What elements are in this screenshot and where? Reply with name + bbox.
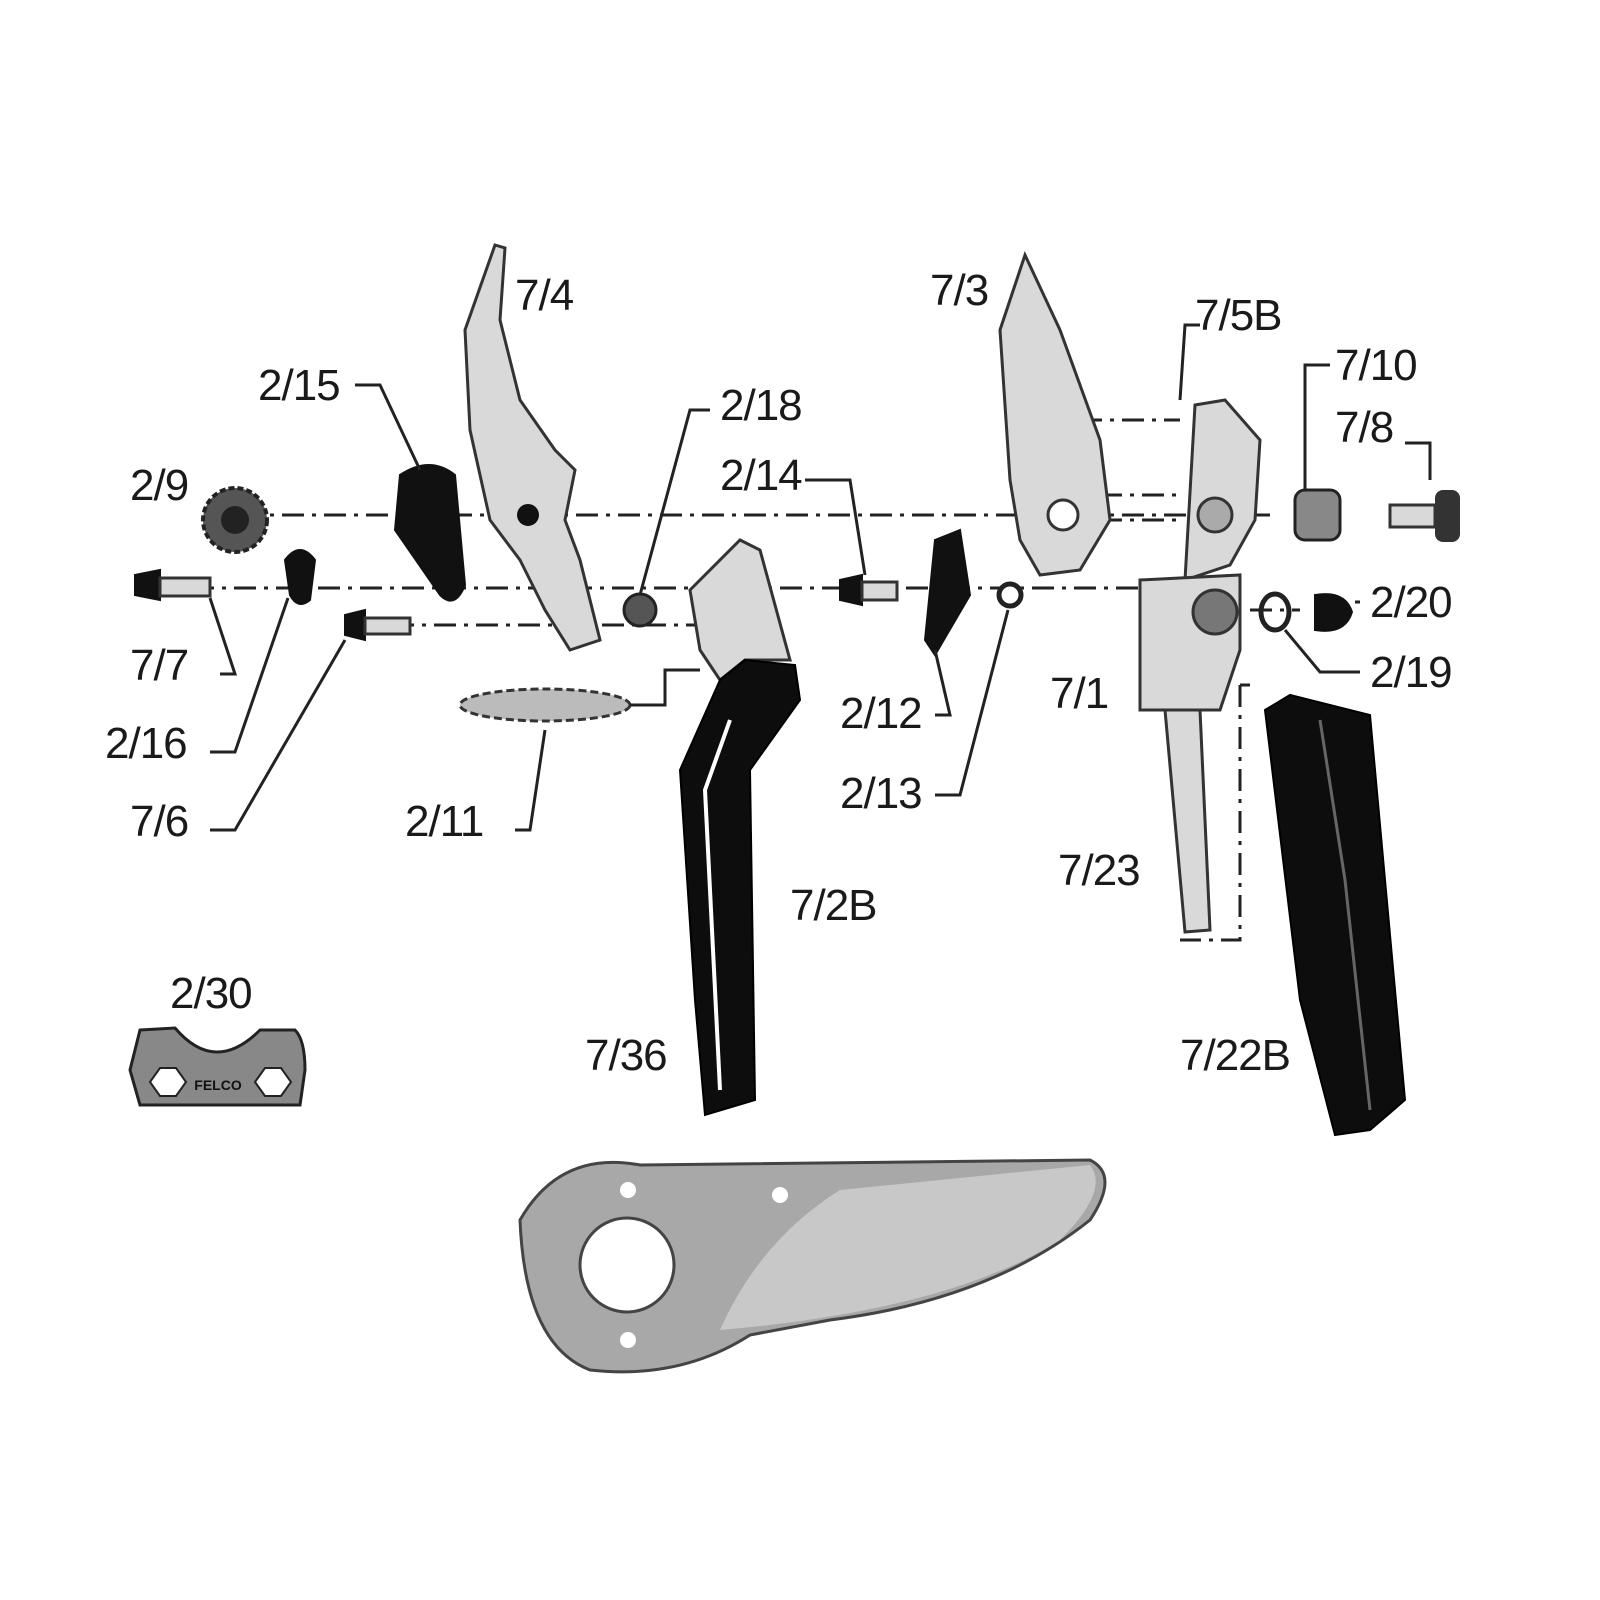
- part-2-11-spring: [458, 687, 632, 723]
- label-2-30: 2/30: [170, 969, 252, 1018]
- part-7-5B-bolt-plate: [1183, 398, 1262, 583]
- label-7-5B: 7/5B: [1195, 291, 1282, 340]
- label-2-14: 2/14: [720, 451, 802, 500]
- part-2-18-washer: [622, 592, 658, 628]
- part-2-14-bolt: [839, 573, 863, 607]
- label-7-3: 7/3: [930, 266, 988, 315]
- label-7-4: 7/4: [515, 271, 574, 320]
- label-7-2B: 7/2B: [790, 881, 877, 930]
- part-2-30-wrench: FELCO: [128, 1026, 307, 1107]
- leader-lines: [208, 323, 1432, 832]
- part-7-2B-handle-head: [688, 538, 792, 683]
- label-2-11: 2/11: [405, 797, 483, 846]
- part-7-2B-handle-grip: [678, 658, 802, 1117]
- part-2-16-clip: [283, 549, 317, 605]
- part-2-20-cap: [1314, 593, 1354, 632]
- part-7-23-spring-shaft: [1163, 708, 1212, 934]
- label-2-12: 2/12: [840, 689, 922, 738]
- label-7-6: 7/6: [130, 797, 188, 846]
- label-7-1: 7/1: [1050, 669, 1108, 718]
- part-7-4-anvil-blade: [463, 243, 602, 652]
- part-2-19-ring: [1258, 591, 1292, 633]
- label-2-16: 2/16: [105, 719, 187, 768]
- part-7-6-bolt: [344, 608, 412, 642]
- label-2-9: 2/9: [130, 461, 188, 510]
- label-2-15: 2/15: [258, 361, 340, 410]
- label-2-20: 2/20: [1370, 578, 1452, 627]
- part-2-12-latch: [923, 528, 972, 657]
- label-2-18: 2/18: [720, 381, 802, 430]
- replacement-cutting-blade: [518, 1158, 1107, 1374]
- part-7-3-cutting-blade: [998, 250, 1112, 577]
- label-2-13: 2/13: [840, 769, 922, 818]
- felco-logo: FELCO: [194, 1077, 242, 1093]
- label-7-10: 7/10: [1335, 341, 1417, 390]
- label-7-23: 7/23: [1058, 846, 1140, 895]
- part-7-22B-grip: [1263, 693, 1407, 1137]
- part-2-13-washer: [996, 581, 1024, 609]
- part-7-7-bolt: [134, 568, 212, 602]
- label-2-19: 2/19: [1370, 648, 1452, 697]
- part-7-8-nut: [1388, 490, 1460, 542]
- label-7-36: 7/36: [585, 1031, 667, 1080]
- label-7-7: 7/7: [130, 641, 188, 690]
- part-7-4-hole: [517, 504, 539, 526]
- label-7-8: 7/8: [1335, 403, 1393, 452]
- label-7-22B: 7/22B: [1180, 1031, 1290, 1080]
- part-7-10-bushing: [1293, 488, 1342, 542]
- part-2-15-plate: [393, 464, 467, 602]
